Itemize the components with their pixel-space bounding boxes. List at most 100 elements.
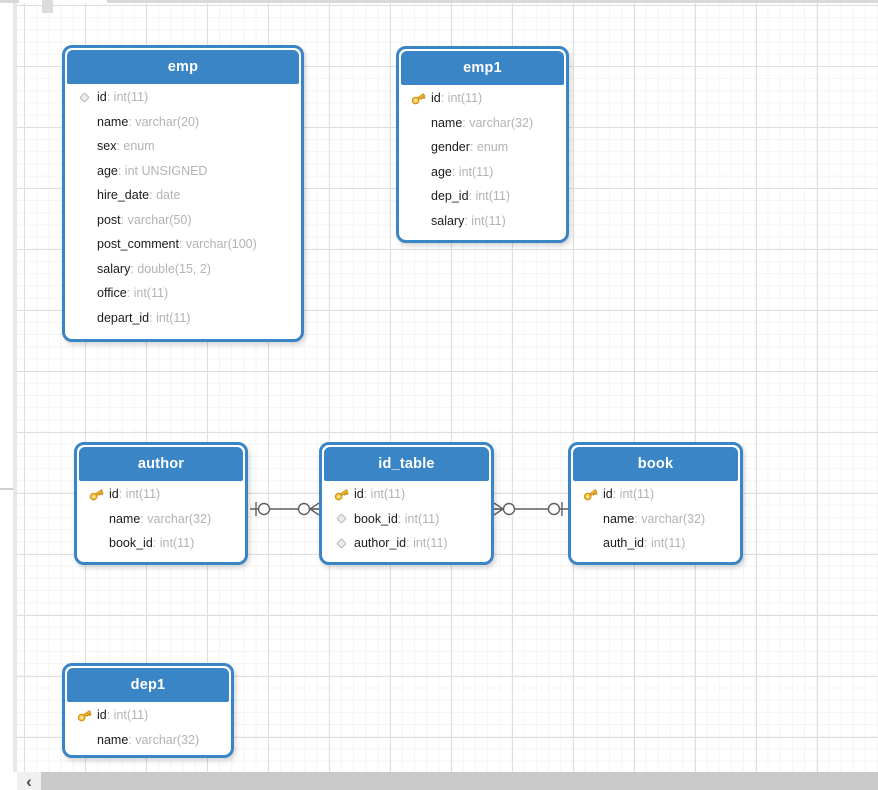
field-name: age — [431, 164, 452, 179]
left-gutter-strip — [13, 0, 17, 772]
primary-key-icon — [405, 90, 431, 107]
field-name: id — [603, 487, 613, 502]
index-diamond-icon — [328, 536, 354, 551]
field-type: : int(11) — [363, 487, 406, 502]
table-title[interactable]: emp1 — [401, 51, 564, 85]
field-name: sex — [97, 139, 117, 154]
table-field-row[interactable]: name: varchar(32) — [401, 111, 564, 136]
field-name: post_comment — [97, 237, 179, 252]
field-name: name — [97, 114, 129, 129]
table-title[interactable]: emp — [67, 50, 299, 84]
index-diamond-icon — [71, 90, 97, 105]
field-type: : int(11) — [451, 164, 494, 179]
table-field-row[interactable]: name: varchar(32) — [79, 507, 243, 532]
table-field-row[interactable]: salary: double(15, 2) — [67, 257, 299, 282]
table-field-list: id: int(11)name: varchar(32)book_id: int… — [79, 481, 243, 556]
table-field-row[interactable]: book_id: int(11) — [324, 507, 489, 532]
table-field-list: id: int(11)name: varchar(32)gender: enum… — [401, 85, 564, 233]
field-type: : int(11) — [397, 511, 440, 526]
field-type: : int(11) — [644, 536, 686, 551]
field-name: salary — [431, 213, 465, 228]
field-name: id — [431, 91, 441, 106]
field-type: : int(11) — [149, 310, 191, 325]
table-field-row[interactable]: id: int(11) — [67, 85, 299, 110]
primary-key-icon — [328, 486, 354, 503]
top-hairline-left — [0, 0, 19, 3]
field-name: name — [109, 511, 141, 526]
table-field-row[interactable]: name: varchar(32) — [67, 728, 229, 753]
field-type: : varchar(32) — [634, 511, 706, 526]
table-field-row[interactable]: age: int UNSIGNED — [67, 159, 299, 184]
field-name: auth_id — [603, 536, 645, 551]
field-type: : int(11) — [612, 487, 655, 502]
field-type: : varchar(50) — [120, 212, 192, 227]
table-field-row[interactable]: office: int(11) — [67, 281, 299, 306]
table-title[interactable]: id_table — [324, 447, 489, 481]
field-type: : int(11) — [464, 213, 506, 228]
table-field-row[interactable]: name: varchar(32) — [573, 507, 738, 532]
table-field-row[interactable]: id: int(11) — [401, 86, 564, 111]
field-name: book_id — [109, 536, 153, 551]
table-field-row[interactable]: gender: enum — [401, 135, 564, 160]
scrollbar-thumb[interactable] — [41, 772, 878, 790]
table-field-row[interactable]: salary: int(11) — [401, 209, 564, 234]
table-field-list: id: int(11)name: varchar(32)auth_id: int… — [573, 481, 738, 556]
table-field-row[interactable]: age: int(11) — [401, 160, 564, 185]
field-type: : varchar(32) — [140, 511, 212, 526]
table-field-row[interactable]: id: int(11) — [79, 482, 243, 507]
field-type: : int(11) — [106, 90, 149, 105]
field-name: age — [97, 163, 118, 178]
table-field-row[interactable]: post_comment: varchar(100) — [67, 232, 299, 257]
scrollbar-corner — [0, 772, 17, 790]
left-gutter-divider — [0, 488, 13, 490]
table-field-row[interactable]: depart_id: int(11) — [67, 306, 299, 331]
top-hairline-right — [107, 0, 878, 3]
field-type: : date — [149, 188, 181, 203]
field-type: : int(11) — [126, 286, 169, 301]
table-field-row[interactable]: auth_id: int(11) — [573, 531, 738, 556]
field-name: name — [603, 511, 635, 526]
table-field-row[interactable]: post: varchar(50) — [67, 208, 299, 233]
field-name: author_id — [354, 536, 407, 551]
table-title[interactable]: dep1 — [67, 668, 229, 702]
table-field-row[interactable]: id: int(11) — [324, 482, 489, 507]
field-name: post — [97, 212, 121, 227]
table-field-row[interactable]: name: varchar(20) — [67, 110, 299, 135]
table-field-row[interactable]: author_id: int(11) — [324, 531, 489, 556]
scroll-left-button[interactable]: ‹ — [17, 772, 41, 790]
field-name: depart_id — [97, 310, 150, 325]
primary-key-icon — [577, 486, 603, 503]
table-field-list: id: int(11)name: varchar(32) — [67, 702, 229, 752]
table-field-row[interactable]: dep_id: int(11) — [401, 184, 564, 209]
primary-key-icon — [71, 707, 97, 724]
table-field-row[interactable]: hire_date: date — [67, 183, 299, 208]
table-title[interactable]: author — [79, 447, 243, 481]
scroll-left-arrow-icon: ‹ — [26, 771, 32, 790]
field-type: : int(11) — [106, 708, 149, 723]
field-type: : enum — [469, 140, 509, 155]
table-field-row[interactable]: sex: enum — [67, 134, 299, 159]
field-name: id — [97, 708, 107, 723]
canvas-top-marker — [42, 0, 53, 13]
field-name: gender — [431, 140, 470, 155]
field-name: book_id — [354, 511, 398, 526]
field-name: name — [97, 732, 129, 747]
field-type: : int(11) — [118, 487, 161, 502]
table-title[interactable]: book — [573, 447, 738, 481]
table-field-row[interactable]: id: int(11) — [67, 703, 229, 728]
index-diamond-icon — [328, 511, 354, 526]
horizontal-scrollbar[interactable]: ‹ — [0, 772, 878, 790]
field-type: : varchar(32) — [128, 732, 200, 747]
table-field-row[interactable]: id: int(11) — [573, 482, 738, 507]
field-type: : double(15, 2) — [130, 261, 211, 276]
field-name: salary — [97, 261, 131, 276]
field-type: : int(11) — [406, 536, 448, 551]
table-field-row[interactable]: book_id: int(11) — [79, 531, 243, 556]
